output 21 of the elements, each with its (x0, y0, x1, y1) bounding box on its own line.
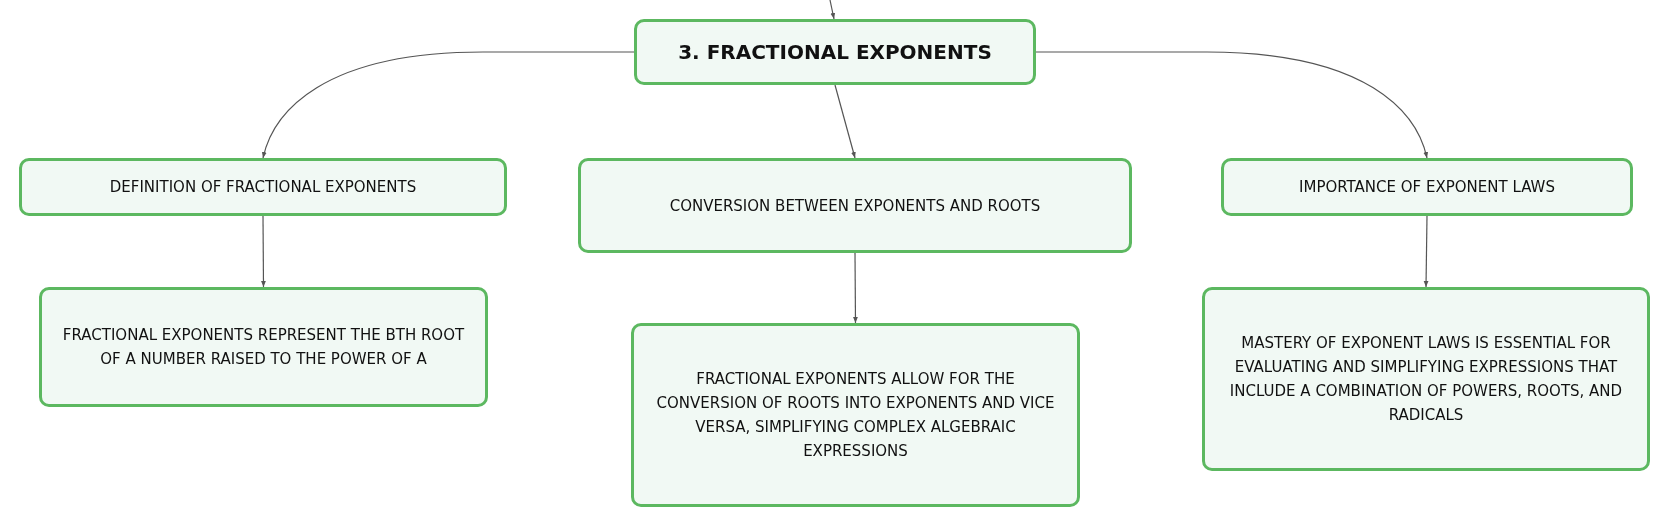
connector-arrow (834, 84, 856, 159)
subtopic-box (578, 158, 1132, 253)
topic-title: 3. FRACTIONAL EXPONENTS (678, 40, 992, 64)
node-text: CONVERSION BETWEEN EXPONENTS AND ROOTS (669, 195, 1041, 217)
connector-arrow (1423, 215, 1429, 288)
connector-arrow (853, 252, 858, 324)
connector-arrow (829, 0, 836, 20)
connector-arrow (1035, 51, 1428, 159)
node-text: MASTERY OF EXPONENT LAWS IS ESSENTIAL FOR EVALUATING AND SIMPLIFYING EXPRESSIONS THAT INCLUDE A COMBINATION OF POWERS, ROOTS, AND RADICALS (1228, 333, 1624, 426)
node-text: IMPORTANCE OF EXPONENT LAWS (1299, 177, 1555, 198)
detail-box (631, 323, 1080, 507)
node-text: FRACTIONAL EXPONENTS REPRESENT THE BTH ROOT OF A NUMBER RAISED TO THE POWER OF A (61, 325, 466, 370)
node-text: DEFINITION OF FRACTIONAL EXPONENTS (109, 177, 417, 198)
connector-arrow (261, 215, 266, 288)
detail-box (39, 287, 488, 407)
node-text: FRACTIONAL EXPONENTS ALLOW FOR THE CONVERSION OF ROOTS INTO EXPONENTS AND VICE VERSA, SIMPLIFYING COMPLEX ALGEBRAIC EXPRESSIONS (655, 369, 1056, 462)
detail-box (1202, 287, 1650, 471)
subtopic-box (1221, 158, 1633, 216)
subtopic-box (19, 158, 507, 216)
connector-arrow (262, 51, 635, 159)
topic-box (634, 19, 1036, 85)
